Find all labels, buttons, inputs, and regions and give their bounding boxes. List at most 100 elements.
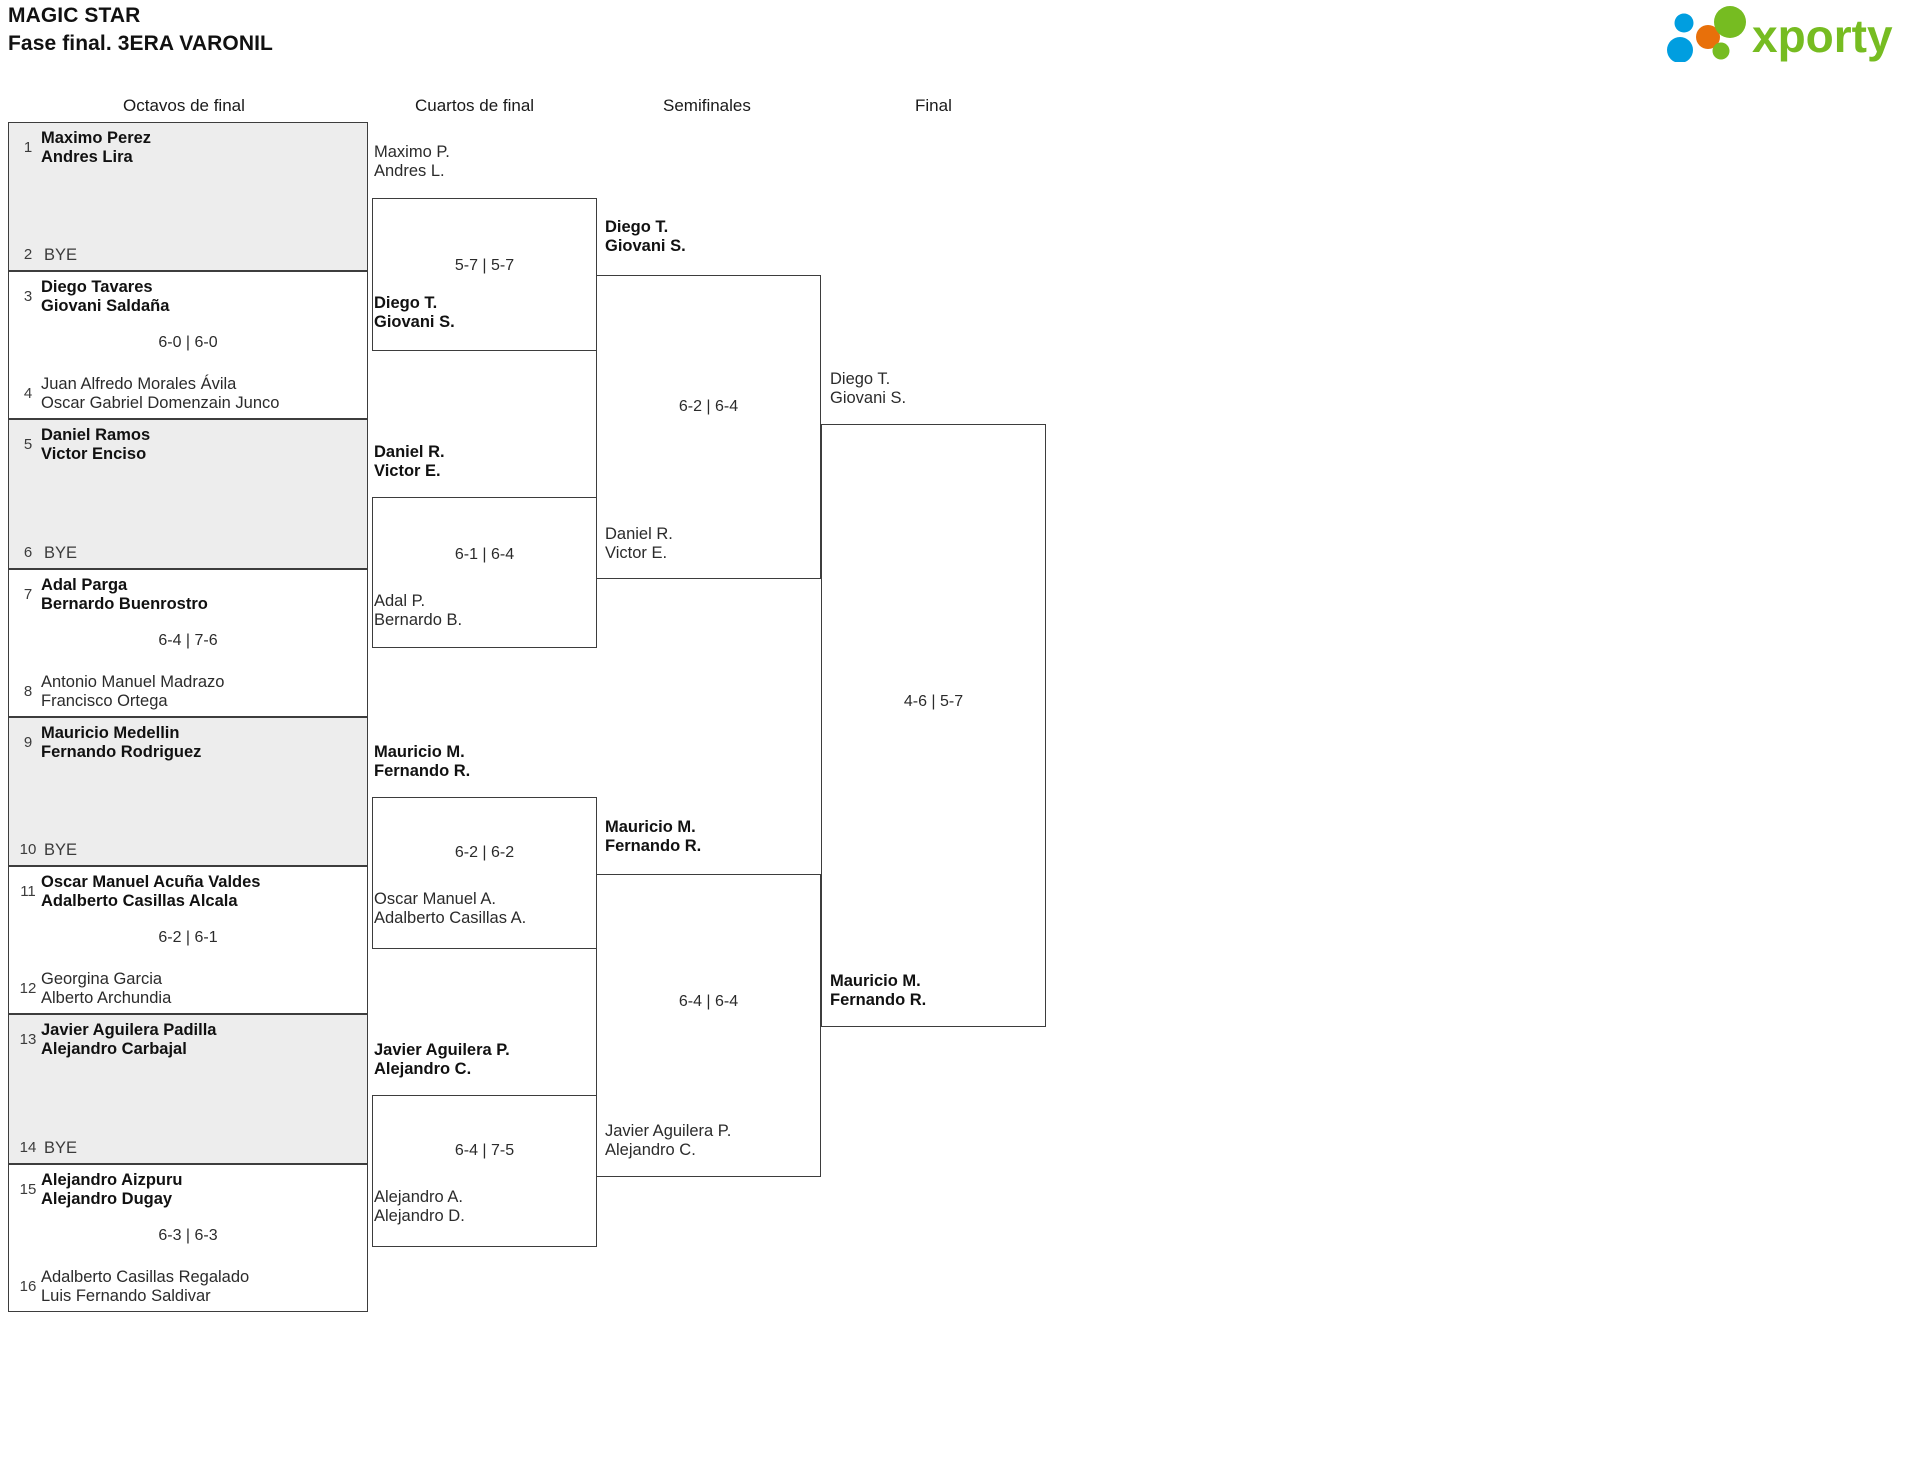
seed-number: 7 — [23, 586, 33, 603]
r2-entrant-3-top: Mauricio M.Fernando R. — [374, 743, 471, 780]
page-title: MAGIC STAR Fase final. 3ERA VARONIL — [8, 2, 908, 58]
r2-entrant-1-top: Maximo P.Andres L. — [374, 143, 450, 180]
xporty-logo: xporty — [1656, 6, 1906, 62]
r3-entrant-1-top: Diego T.Giovani S. — [605, 218, 686, 255]
match-r1-1-bottom[interactable]: 2 BYE — [9, 246, 367, 265]
match-r2-3-box[interactable]: 6-2 | 6-2 — [372, 797, 597, 949]
phase-name: Fase final. 3ERA VARONIL — [8, 32, 273, 55]
match-r1-2-score: 6-0 | 6-0 — [158, 334, 218, 351]
r2-entrant-3-bottom: Oscar Manuel A.Adalberto Casillas A. — [374, 890, 527, 927]
match-r3-1-score: 6-2 | 6-4 — [678, 398, 739, 415]
match-r1-3-bottom[interactable]: 6 BYE — [9, 544, 367, 563]
r4-entrant-top: Diego T.Giovani S. — [830, 370, 907, 407]
logo-dot-orange — [1696, 25, 1720, 49]
seed-number: 16 — [19, 1278, 37, 1295]
r2-entrant-2-bottom: Adal P.Bernardo B. — [374, 592, 463, 629]
r4-entrant-bottom: Mauricio M.Fernando R. — [830, 972, 927, 1009]
logo-dot-blue-large — [1667, 37, 1693, 62]
seed-number: 9 — [23, 734, 33, 751]
seed-number: 12 — [19, 980, 37, 997]
match-r2-1-score: 5-7 | 5-7 — [454, 257, 515, 274]
seed-number: 13 — [19, 1031, 37, 1048]
r3-entrant-2-top: Mauricio M.Fernando R. — [605, 818, 702, 855]
match-r1-5-bottom[interactable]: 10 BYE — [9, 841, 367, 860]
match-r2-2-score: 6-1 | 6-4 — [454, 546, 515, 563]
seed-number: 11 — [20, 883, 36, 900]
match-r2-4-score: 6-4 | 7-5 — [454, 1142, 515, 1159]
r2-entrant-1-bottom: Diego T.Giovani S. — [374, 294, 455, 331]
tournament-name: MAGIC STAR — [8, 4, 141, 27]
match-r1-7-bottom[interactable]: 14 BYE — [9, 1139, 367, 1158]
match-r3-1-box[interactable]: 6-2 | 6-4 — [596, 275, 821, 579]
logo-dot-green-large — [1714, 6, 1746, 38]
match-r2-1-box[interactable]: 5-7 | 5-7 — [372, 198, 597, 351]
seed-number: 10 — [19, 841, 37, 859]
seed-number: 15 — [19, 1181, 37, 1198]
match-r3-2-score: 6-4 | 6-4 — [678, 993, 739, 1010]
round-header-cuartos: Cuartos de final — [415, 96, 535, 115]
logo-wordmark: xporty — [1752, 10, 1893, 62]
logo-dot-green-small — [1712, 42, 1730, 60]
team-name: BYE — [44, 245, 78, 264]
match-r1-8-score: 6-3 | 6-3 — [158, 1227, 218, 1244]
logo-dot-blue-small — [1674, 13, 1694, 33]
round-header-final: Final — [915, 96, 952, 115]
match-r1-6-score: 6-2 | 6-1 — [158, 929, 218, 946]
round-header-semis: Semifinales — [663, 96, 751, 115]
team-name: BYE — [44, 1138, 78, 1157]
seed-number: 4 — [23, 385, 33, 402]
match-r2-3-score: 6-2 | 6-2 — [454, 844, 515, 861]
match-r1-4-score: 6-4 | 7-6 — [158, 632, 218, 649]
r2-entrant-4-top: Javier Aguilera P.Alejandro C. — [374, 1041, 510, 1078]
xporty-logo-svg: xporty — [1667, 6, 1893, 62]
match-r4-score: 4-6 | 5-7 — [903, 693, 964, 710]
r3-entrant-1-bottom: Daniel R.Victor E. — [605, 525, 673, 562]
team-name: BYE — [44, 543, 78, 562]
r3-entrant-2-bottom: Javier Aguilera P.Alejandro C. — [605, 1122, 732, 1159]
team-name: BYE — [44, 840, 78, 859]
round-header-octavos: Octavos de final — [123, 96, 245, 115]
seed-number: 5 — [23, 436, 33, 453]
match-r4-box[interactable]: 4-6 | 5-7 — [821, 424, 1046, 1027]
match-r3-2-box[interactable]: 6-4 | 6-4 — [596, 874, 821, 1177]
seed-number: 14 — [19, 1139, 37, 1157]
seed-number: 6 — [23, 544, 33, 562]
r2-entrant-2-top: Daniel R.Victor E. — [374, 443, 445, 480]
r2-entrant-4-bottom: Alejandro A.Alejandro D. — [374, 1188, 465, 1225]
seed-number: 1 — [23, 139, 33, 156]
seed-number: 2 — [23, 246, 33, 264]
seed-number: 8 — [23, 683, 33, 700]
